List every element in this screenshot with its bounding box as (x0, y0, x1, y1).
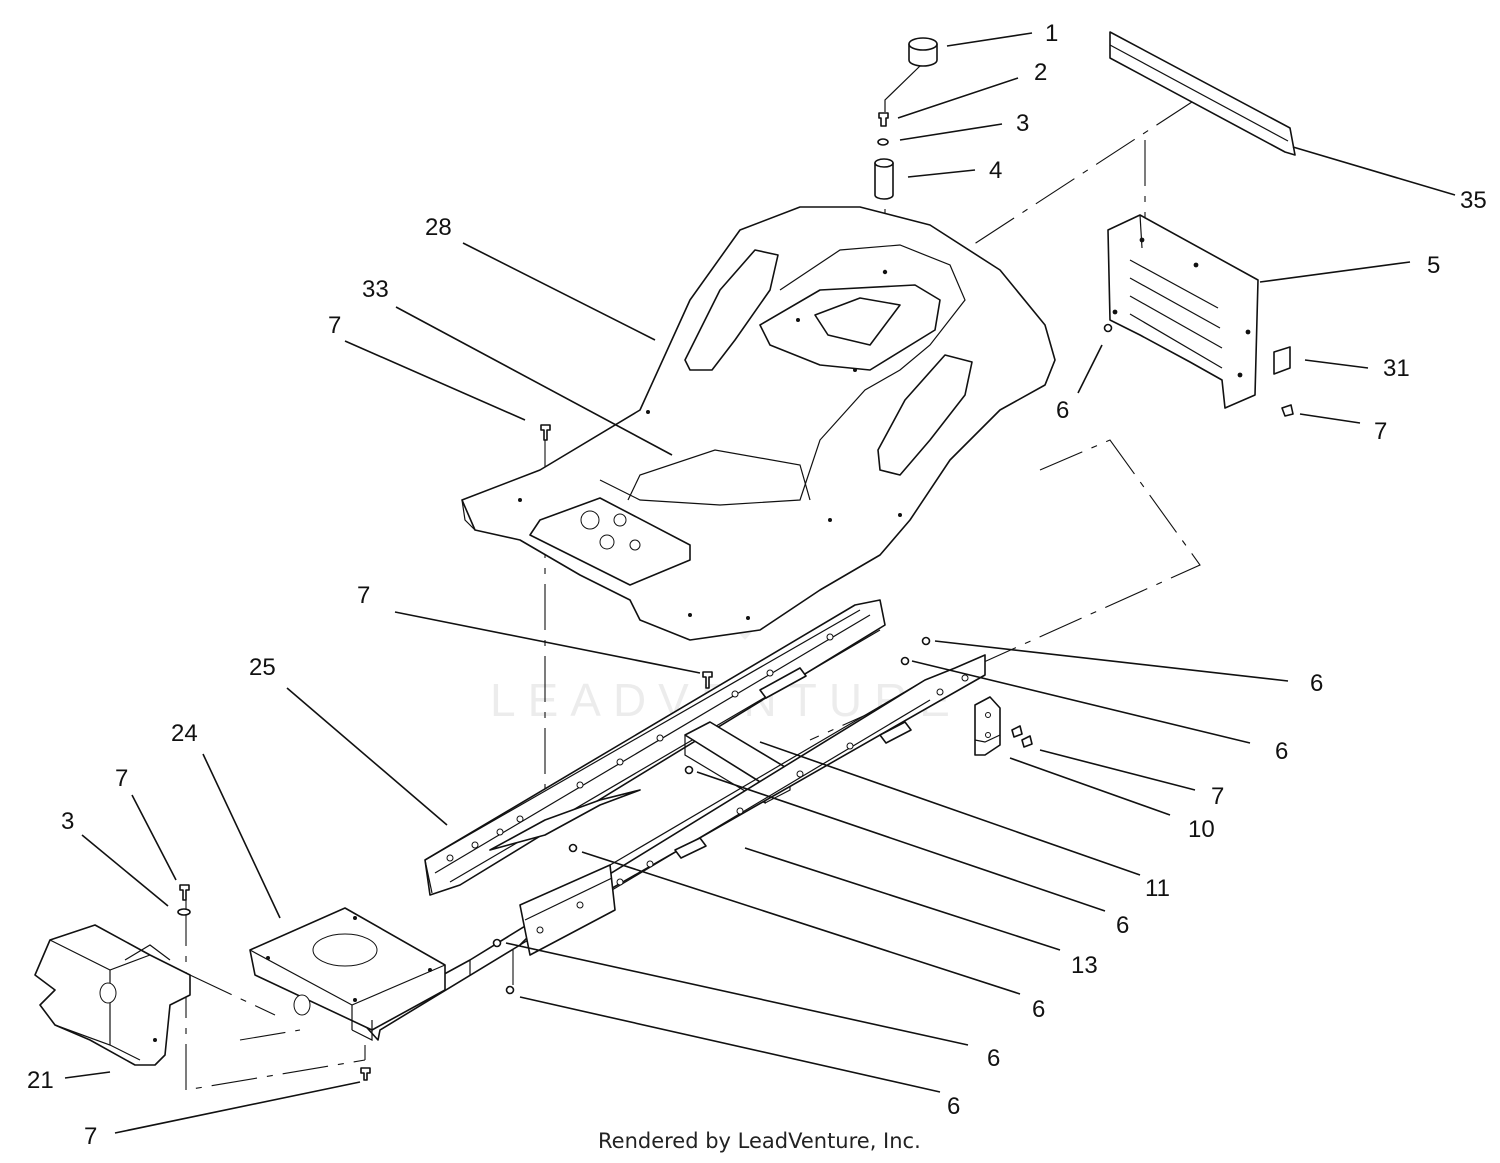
callout-labels: 1 2 3 4 35 5 28 33 7 31 6 7 7 25 24 7 3 … (27, 20, 1487, 1150)
part-1-knob (884, 37, 938, 112)
part-5-rear-panel (1107, 214, 1259, 409)
part-10-bracket (974, 696, 1001, 756)
callout-33: 33 (362, 276, 389, 303)
part-25-frame-rail (424, 599, 886, 896)
callout-25: 25 (249, 654, 276, 681)
part-6-nut-b (900, 656, 910, 666)
callout-7-mid: 7 (357, 582, 370, 609)
part-28-fender (461, 206, 1056, 641)
part-6-nut-f (505, 985, 515, 995)
callout-1: 1 (1045, 20, 1058, 47)
callout-31: 31 (1383, 355, 1410, 382)
callout-5: 5 (1427, 252, 1440, 279)
part-7-screw-bottom (360, 1067, 371, 1081)
callout-6-a: 6 (1310, 670, 1323, 697)
part-21-front-bracket (34, 924, 191, 1066)
callout-7-right: 7 (1374, 418, 1387, 445)
part-35-rail (1109, 31, 1296, 156)
part-24-plate (249, 907, 446, 1041)
callout-7-lower-left: 7 (115, 765, 128, 792)
part-7-screws-bracket (1011, 725, 1033, 748)
callout-6-c: 6 (1116, 912, 1129, 939)
part-6-nut-a (921, 636, 931, 646)
part-6-nut-right (1103, 323, 1113, 333)
callout-6-b: 6 (1275, 738, 1288, 765)
rendered-by-credit: Rendered by LeadVenture, Inc. (598, 1129, 921, 1153)
callout-11: 11 (1145, 875, 1170, 902)
part-7-screw-mid (702, 671, 713, 689)
callout-3-top: 3 (1016, 110, 1029, 137)
callout-21: 21 (27, 1067, 54, 1094)
part-3-washer (877, 138, 889, 146)
part-7-screw-right (1281, 404, 1294, 417)
part-3-washer-lower-left (177, 908, 191, 916)
callout-7-upper-left: 7 (328, 312, 341, 339)
assembly-lines (185, 99, 1201, 1091)
callout-35: 35 (1460, 187, 1487, 214)
callout-7-bottom: 7 (84, 1123, 97, 1150)
part-2-screw (878, 112, 889, 127)
callout-2: 2 (1034, 59, 1047, 86)
callout-6-e: 6 (987, 1045, 1000, 1072)
leader-lines (64, 32, 1456, 1134)
callout-24: 24 (171, 720, 198, 747)
part-6-nut-c (684, 765, 694, 775)
callout-28: 28 (425, 214, 452, 241)
callout-6-f: 6 (947, 1093, 960, 1120)
part-6-nut-e (492, 938, 502, 948)
part-7-screw-upper-left (540, 424, 551, 441)
hardware-nuts (492, 636, 931, 995)
callout-13: 13 (1071, 952, 1098, 979)
callout-10: 10 (1188, 816, 1215, 843)
part-13-frame-rail (359, 654, 986, 1041)
hardware-screws (177, 671, 713, 1081)
part-6-nut-d (568, 843, 578, 853)
callout-7-bracket: 7 (1211, 783, 1224, 810)
callout-6-d: 6 (1032, 996, 1045, 1023)
part-7-screw-lower-left (179, 884, 190, 901)
part-31-decal (1273, 346, 1291, 375)
callout-3-lower-left: 3 (61, 808, 74, 835)
callout-6-right: 6 (1056, 397, 1069, 424)
part-4-spacer (874, 158, 894, 200)
callout-4: 4 (989, 157, 1002, 184)
